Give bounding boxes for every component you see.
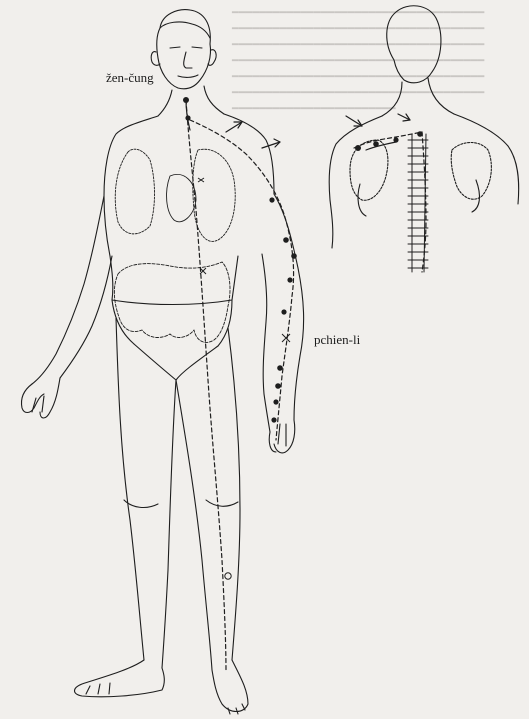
- front-acupoint-markers: [198, 178, 290, 579]
- back-meridian-line: [354, 132, 426, 272]
- front-body-figure: [21, 10, 303, 714]
- internal-organs: [114, 149, 235, 342]
- back-arrows: [346, 114, 410, 126]
- label-pchien-li: pchien-li: [314, 332, 360, 348]
- label-zen-cung: žen-čung: [106, 70, 154, 86]
